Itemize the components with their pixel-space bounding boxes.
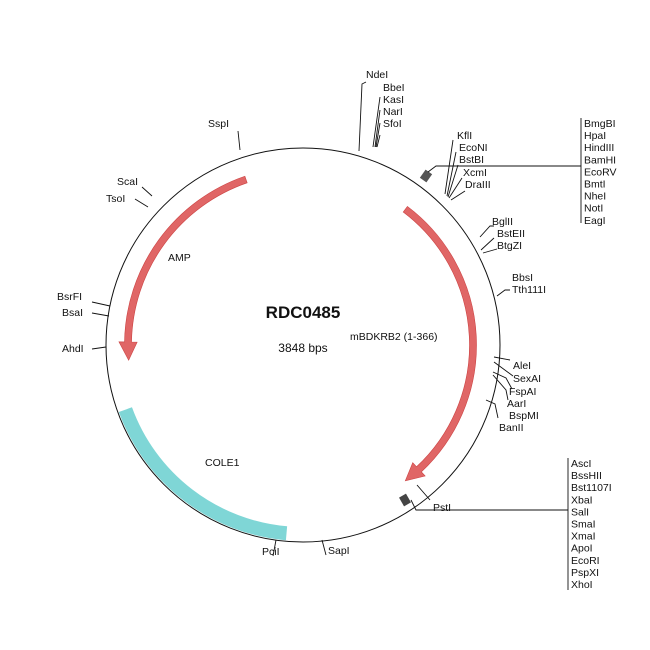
site-label: AhdI bbox=[62, 343, 84, 355]
site-label: NarI bbox=[383, 106, 403, 118]
site-label: KasI bbox=[383, 94, 404, 106]
site-label: PciI bbox=[262, 546, 280, 558]
site-label: BamHI bbox=[584, 154, 616, 166]
site-label: NheI bbox=[584, 191, 606, 203]
site-label: SexAI bbox=[513, 373, 541, 385]
site-label: BanII bbox=[499, 422, 524, 434]
site-label: EagI bbox=[584, 215, 606, 227]
site-label: BmgBI bbox=[584, 118, 616, 130]
site-label: DraIII bbox=[465, 179, 491, 191]
feature-label-cole1: COLE1 bbox=[205, 457, 240, 469]
site-label: EcoNI bbox=[459, 142, 488, 154]
mcs1-marker bbox=[419, 169, 433, 183]
site-label: BstEII bbox=[497, 228, 525, 240]
feature-mbdkrb2-arrow[interactable] bbox=[402, 206, 477, 482]
site-label: Tth111I bbox=[512, 284, 546, 296]
site-label: BbsI bbox=[512, 272, 533, 284]
site-label: XcmI bbox=[463, 167, 487, 179]
site-label: XbaI bbox=[571, 494, 593, 506]
site-label: FspAI bbox=[509, 386, 536, 398]
site-label-pstI: PstI bbox=[433, 502, 451, 514]
site-label: SapI bbox=[328, 545, 350, 557]
site-label: XhoI bbox=[571, 579, 593, 591]
site-label: TsoI bbox=[106, 193, 125, 205]
site-label: PspXI bbox=[571, 567, 599, 579]
site-label: KflI bbox=[457, 130, 472, 142]
site-label: NdeI bbox=[366, 69, 388, 81]
site-label: BsaI bbox=[62, 307, 83, 319]
feature-label-mbdkrb2: mBDKRB2 (1-366) bbox=[350, 331, 438, 343]
feature-amp-arrow[interactable] bbox=[118, 175, 248, 361]
mcs2-marker bbox=[399, 493, 411, 507]
site-label: HpaI bbox=[584, 130, 606, 142]
site-label: AarI bbox=[507, 398, 526, 410]
site-label: SmaI bbox=[571, 519, 596, 531]
site-label: SspI bbox=[208, 118, 229, 130]
site-label: NotI bbox=[584, 203, 603, 215]
site-label: BstBI bbox=[459, 154, 484, 166]
site-label: Bst1107I bbox=[571, 482, 612, 494]
site-label: BssHII bbox=[571, 470, 602, 482]
backbone-circle bbox=[105, 147, 501, 543]
site-label: BspMI bbox=[509, 410, 539, 422]
site-label: AleI bbox=[513, 360, 531, 372]
site-label: ApoI bbox=[571, 543, 593, 555]
site-label: ScaI bbox=[117, 176, 138, 188]
site-label: BbeI bbox=[383, 82, 405, 94]
site-label: EcoRI bbox=[571, 555, 600, 567]
site-label: BsrFI bbox=[57, 291, 82, 303]
feature-cole1-arc[interactable] bbox=[118, 407, 288, 541]
site-label: XmaI bbox=[571, 531, 596, 543]
site-label: AscI bbox=[571, 458, 591, 470]
site-label: HindIII bbox=[584, 142, 614, 154]
plasmid-size: 3848 bps bbox=[278, 341, 327, 355]
feature-label-amp: AMP bbox=[168, 252, 191, 264]
site-label: SfoI bbox=[383, 118, 402, 130]
site-label: BmtI bbox=[584, 179, 606, 191]
site-label: SalI bbox=[571, 506, 589, 518]
plasmid-name: RDC0485 bbox=[266, 303, 341, 322]
site-label: BglII bbox=[492, 216, 513, 228]
site-label: EcoRV bbox=[584, 166, 617, 178]
site-label: BtgZI bbox=[497, 240, 522, 252]
